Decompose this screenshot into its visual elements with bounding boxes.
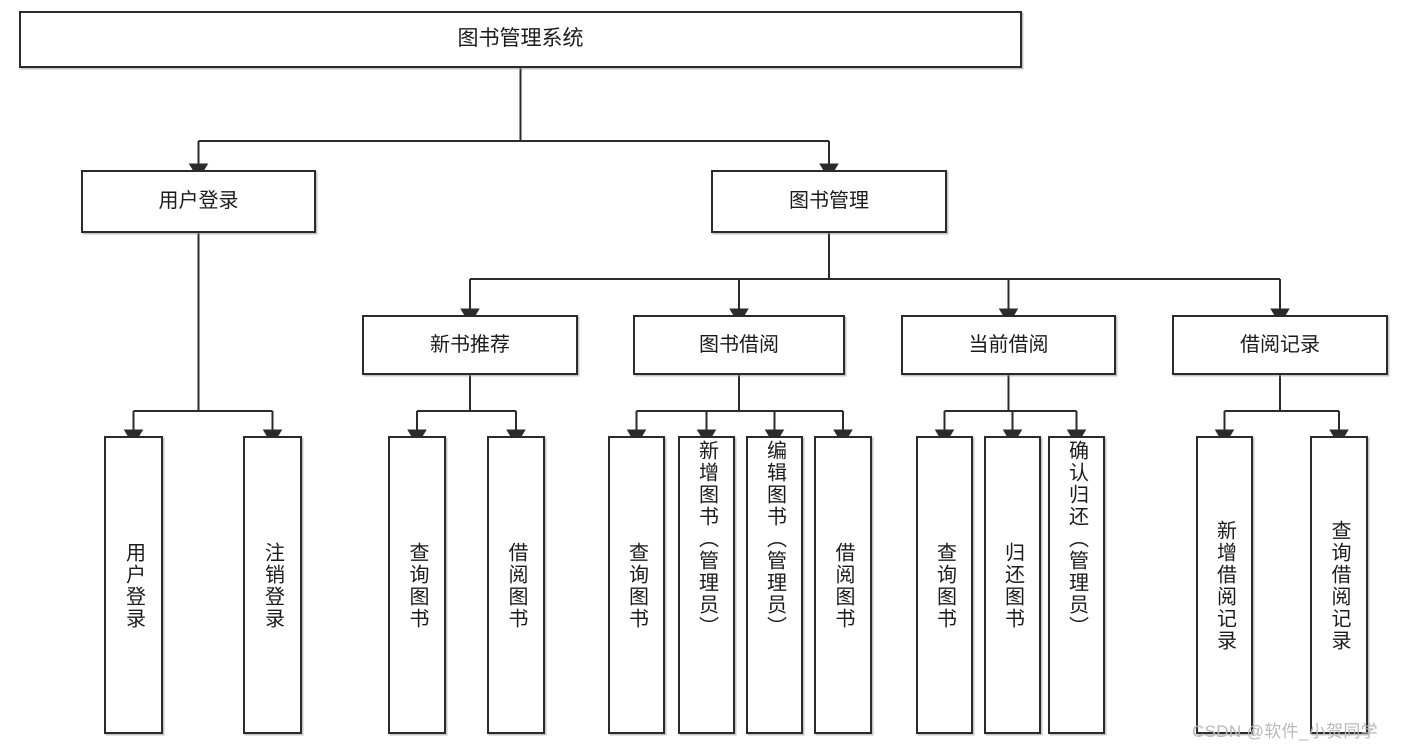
node-leaf-edit-book[interactable]: 编辑图书（管理员）	[746, 436, 803, 734]
node-leaf-add-record[interactable]: 新增借阅记录	[1196, 436, 1253, 734]
node-label: 借阅图书	[505, 542, 527, 630]
node-label: 新增借阅记录	[1213, 520, 1236, 652]
node-label: 新书推荐	[430, 333, 510, 356]
node-label: 图书管理系统	[457, 27, 584, 51]
node-leaf-query-record[interactable]: 查询借阅记录	[1310, 436, 1368, 734]
node-label: 借阅图书	[832, 542, 854, 630]
node-label: 查询图书	[933, 542, 956, 630]
node-label: 归还图书	[1001, 542, 1024, 630]
node-label: 查询图书	[625, 542, 648, 630]
node-label: 用户登录	[122, 542, 145, 630]
node-borrow-record[interactable]: 借阅记录	[1172, 315, 1388, 375]
node-leaf-add-book[interactable]: 新增图书（管理员）	[678, 436, 735, 734]
node-label: 当前借阅	[968, 333, 1049, 356]
node-label: 图书借阅	[699, 333, 779, 356]
connector-lines	[123, 68, 1349, 446]
node-leaf-query-book-rec[interactable]: 查询图书	[388, 436, 446, 734]
watermark-label: CSDN @软件_小贺同学	[1192, 722, 1379, 741]
node-leaf-user-login[interactable]: 用户登录	[104, 436, 163, 734]
node-book-manage[interactable]: 图书管理	[711, 170, 947, 233]
node-label: 查询图书	[406, 542, 428, 630]
node-current-borrow[interactable]: 当前借阅	[901, 315, 1116, 375]
node-leaf-user-logout[interactable]: 注销登录	[243, 436, 302, 734]
node-leaf-borrow-book-rec[interactable]: 借阅图书	[487, 436, 545, 734]
node-leaf-query-book-borrow[interactable]: 查询图书	[608, 436, 665, 734]
node-label: 新增图书（管理员）	[695, 440, 718, 638]
node-label: 用户登录	[158, 190, 239, 212]
node-user-login[interactable]: 用户登录	[81, 170, 316, 233]
node-new-book-rec[interactable]: 新书推荐	[362, 315, 578, 375]
node-leaf-borrow-book[interactable]: 借阅图书	[814, 436, 872, 734]
node-label: 借阅记录	[1240, 333, 1320, 356]
node-label: 注销登录	[261, 542, 284, 630]
node-book-borrow[interactable]: 图书借阅	[633, 315, 845, 375]
node-label: 查询借阅记录	[1328, 520, 1350, 652]
node-label: 编辑图书（管理员）	[763, 440, 786, 638]
node-label: 图书管理	[789, 190, 869, 212]
node-leaf-return-book[interactable]: 归还图书	[984, 436, 1041, 734]
node-leaf-query-book-cur[interactable]: 查询图书	[916, 436, 973, 734]
node-label: 确认归还（管理员）	[1065, 440, 1088, 638]
node-root[interactable]: 图书管理系统	[19, 11, 1022, 68]
node-leaf-confirm-return[interactable]: 确认归还（管理员）	[1048, 436, 1105, 734]
